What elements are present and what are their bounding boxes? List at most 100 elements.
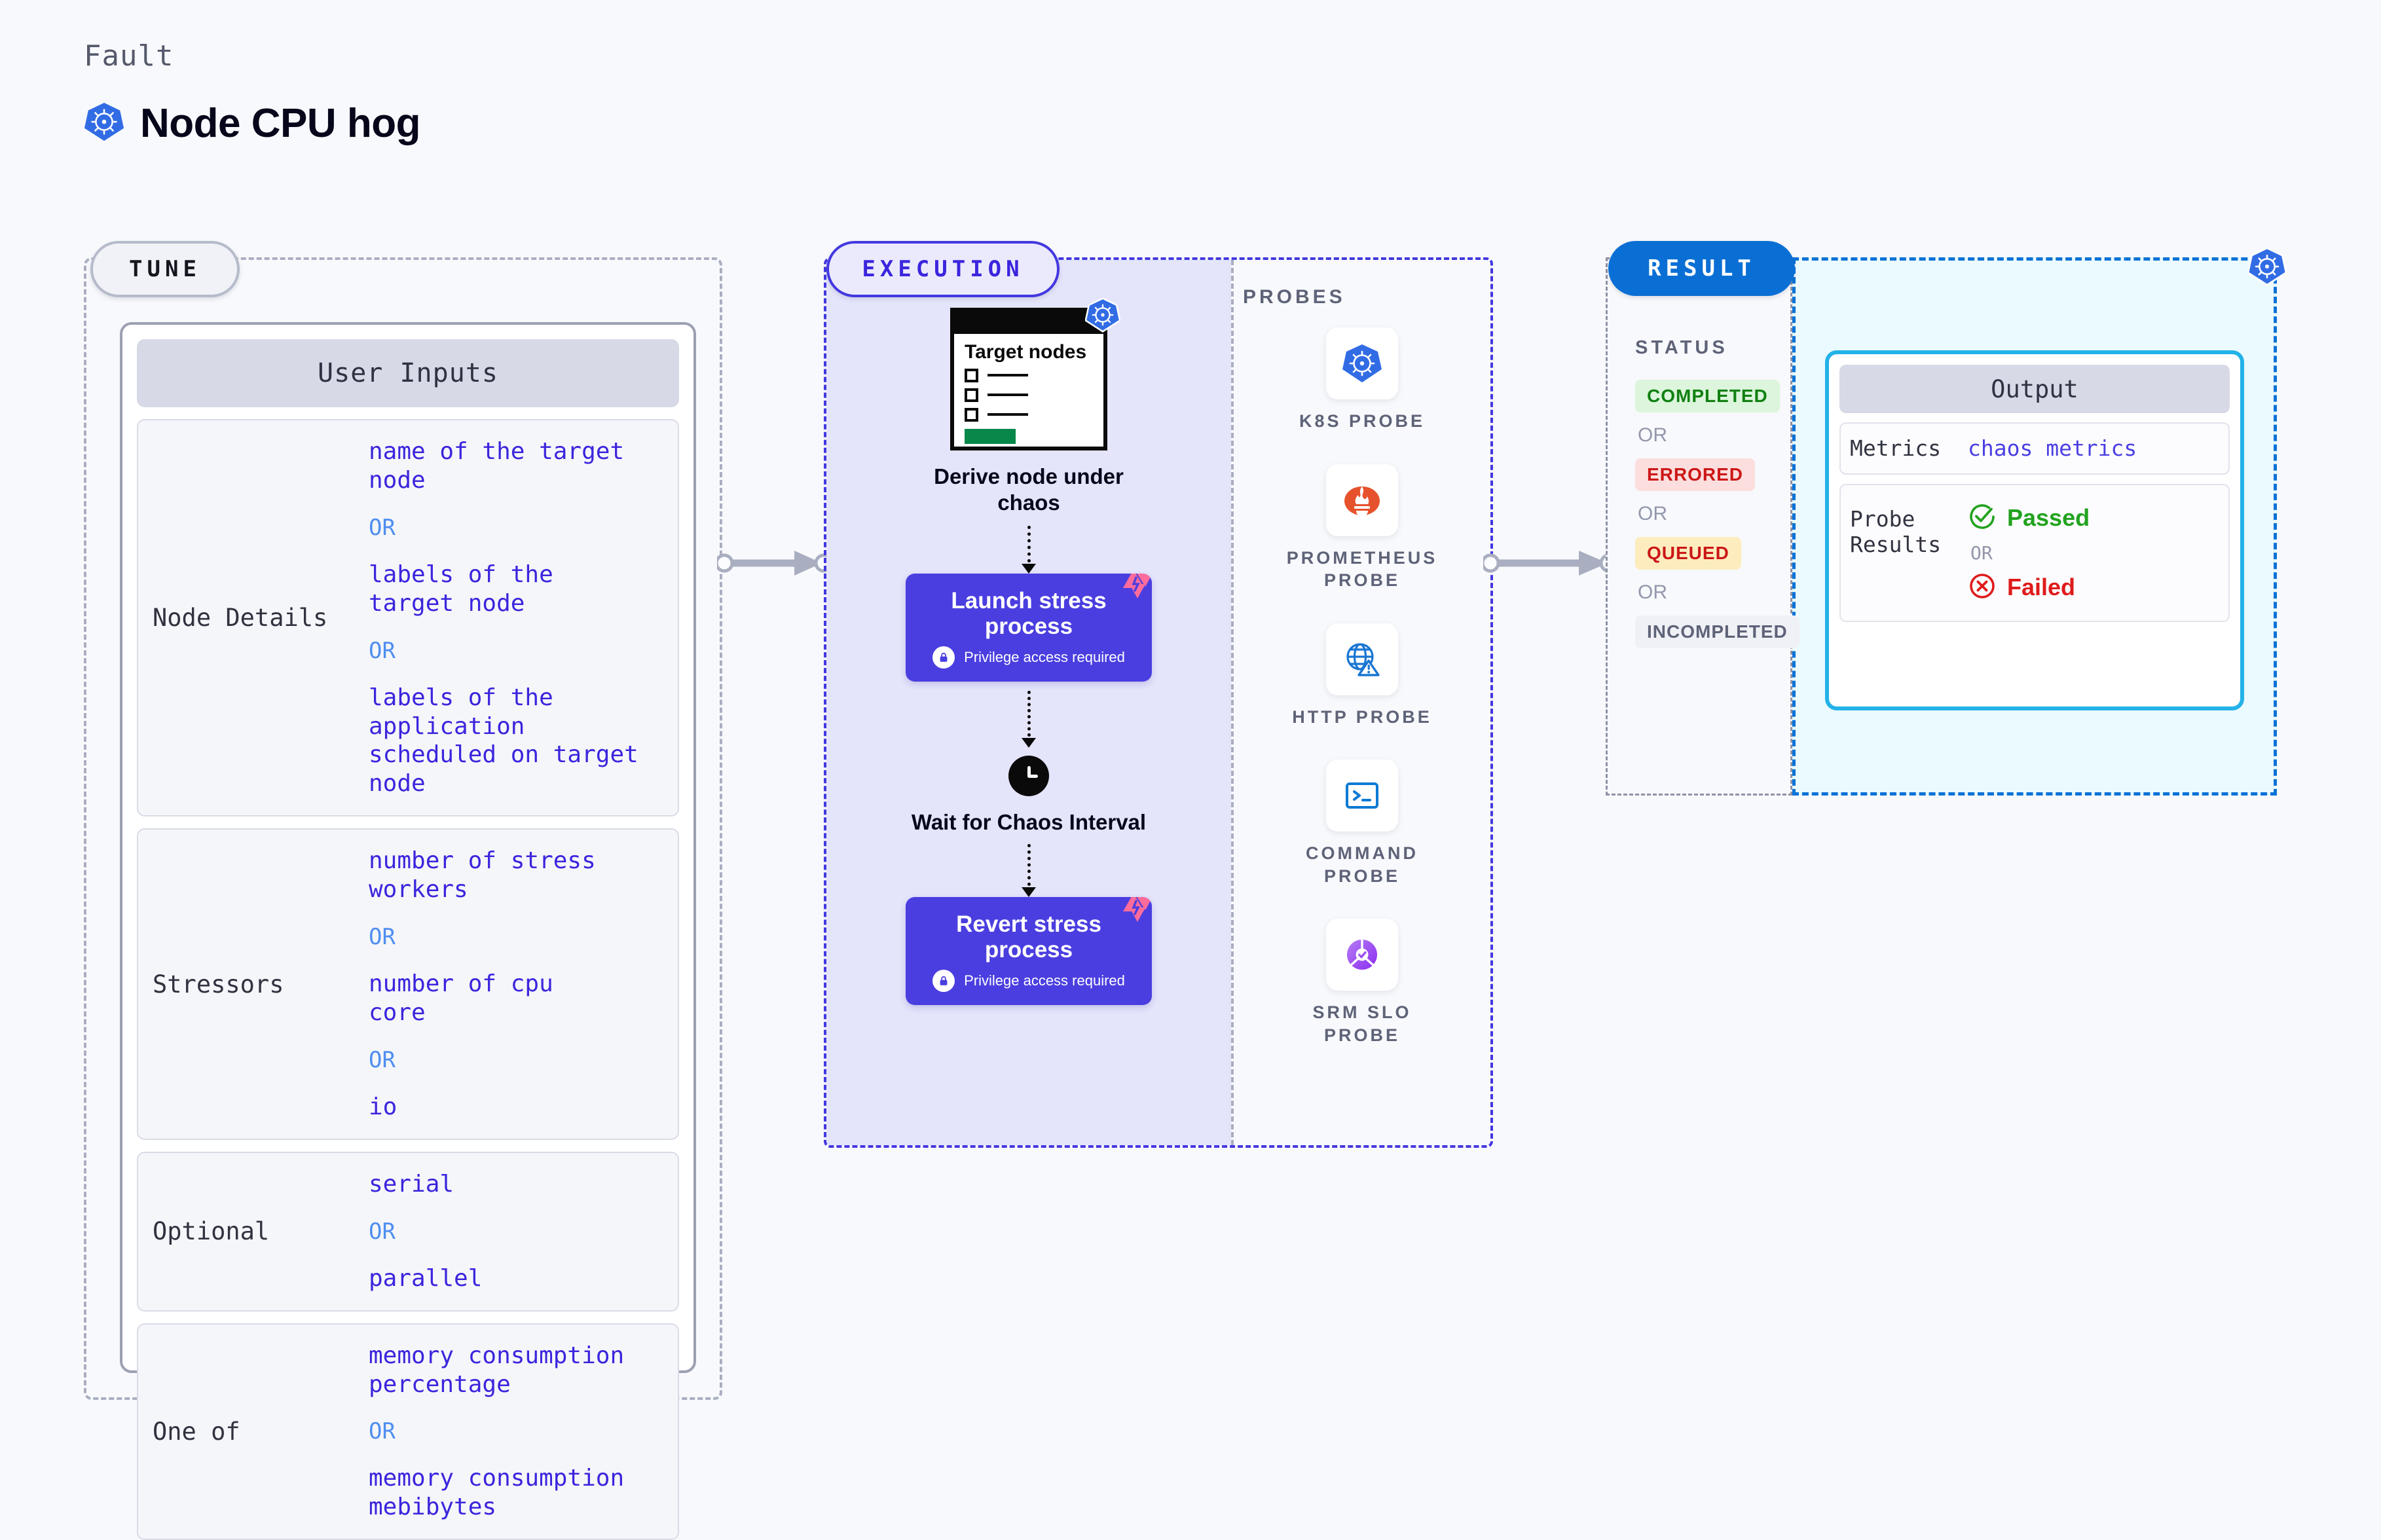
output-card: Output Metrics chaos metrics Probe Resul… [1825,350,2244,710]
output-row-metrics: Metrics chaos metrics [1839,422,2230,475]
checkbox-icon [965,407,978,422]
tune-option-value: labels of the target node [369,560,553,617]
privilege-row: Privilege access required [932,969,1125,992]
checkbox-icon [965,368,978,382]
probe-result-passed: Passed [1968,502,2090,534]
user-inputs-title: User Inputs [137,339,679,407]
line-placeholder [987,374,1028,377]
tune-option-value: memory consumption percentage [369,1342,625,1398]
window-titlebar [954,312,1103,334]
result-status-region [1606,257,1792,796]
step-title-launch-stress: Launch stress process [951,588,1107,640]
or-separator: OR [369,1046,396,1073]
connector-execution-to-result [1481,547,1619,583]
probe-item-command[interactable]: COMMAND PROBE [1306,760,1418,887]
privilege-row: Privilege access required [932,646,1125,669]
lock-icon [932,646,955,669]
metrics-value: chaos metrics [1968,435,2137,462]
or-separator: OR [1638,424,1667,446]
or-separator: OR [369,1218,396,1245]
probe-results-label: Probe Results [1850,505,1942,558]
step-title-revert-stress: Revert stress process [956,911,1101,963]
x-circle-icon [1968,572,1997,604]
or-separator: OR [369,924,396,951]
execution-flow: Target nodes Derive node under chaos [826,297,1231,1005]
privilege-text: Privilege access required [964,972,1125,989]
probe-label: K8S PROBE [1299,411,1426,431]
step-card-revert-stress[interactable]: Revert stress process Privilege access r… [906,897,1152,1005]
or-separator: OR [369,514,396,541]
probe-result-failed: Failed [1968,572,2090,604]
probe-item-prometheus[interactable]: PROMETHEUS PROBE [1287,464,1438,592]
lock-icon [932,969,955,992]
target-nodes-window-icon: Target nodes [950,297,1121,450]
litmus-chaos-badge [1117,897,1152,929]
step-caption-wait-interval: Wait for Chaos Interval [911,809,1147,834]
target-nodes-window-title: Target nodes [965,341,1087,363]
tune-group-label: Node Details [153,604,328,632]
output-row-probe-results: Probe Results Passed OR [1839,483,2230,622]
checkbox-icon [965,388,978,402]
page-header: Fault Node CPU hog [84,39,420,147]
prometheus-icon [1326,464,1398,536]
flow-arrow [1022,844,1036,898]
tune-option-value: parallel [369,1264,483,1292]
probe-label: PROMETHEUS PROBE [1286,547,1438,591]
kubernetes-icon [2247,247,2287,289]
page-title: Node CPU hog [140,101,420,146]
connector-tune-to-execution [714,547,834,583]
flow-arrow [1022,526,1036,574]
output-title: Output [1839,365,2230,413]
status-badge: ERRORED [1635,458,1756,491]
status-badge: COMPLETED [1635,380,1780,412]
line-placeholder [987,394,1028,397]
litmus-chaos-badge [1117,574,1152,606]
step-card-launch-stress[interactable]: Launch stress process Privilege access r… [906,574,1152,682]
probe-label: HTTP PROBE [1292,706,1432,727]
fault-eyebrow-label: Fault [84,39,174,73]
execution-panel-boundary [824,257,1493,1148]
probes-list: K8S PROBE PROMETHEUS PROBE [1244,327,1480,1046]
privilege-text: Privilege access required [964,648,1125,665]
tune-group-label: Stressors [153,970,284,999]
or-separator: OR [1638,503,1667,524]
probes-section-label: PROBES [1243,286,1346,308]
probe-result-or: OR [1970,541,1993,564]
probes-divider [1231,260,1234,1145]
tune-group-label: One of [153,1417,240,1446]
probe-item-k8s[interactable]: K8S PROBE [1299,327,1425,433]
probe-item-http[interactable]: HTTP PROBE [1292,623,1432,729]
srm-slo-icon [1325,919,1398,991]
tune-panel-label: TUNE [90,241,240,297]
tune-option-value: labels of the application scheduled on t… [369,684,638,798]
kubernetes-icon [1325,327,1398,399]
tune-option-value: number of stress workers [369,847,596,904]
or-separator: OR [1638,581,1667,603]
checklist-row [965,407,1103,422]
checklist-row [965,368,1103,382]
status-badge: INCOMPLETED [1635,615,1800,648]
probe-item-srm-slo[interactable]: SRM SLO PROBE [1312,919,1411,1046]
line-placeholder [987,413,1028,416]
fault-title-row: Node CPU hog [84,100,420,147]
or-separator: OR [369,1418,396,1445]
tune-option-value: io [369,1093,397,1120]
status-section-label: STATUS [1635,337,1728,358]
step-caption-derive-node: Derive node under chaos [934,464,1124,515]
or-separator: OR [369,637,396,664]
checklist-row [965,388,1103,402]
failed-text: Failed [2007,574,2076,601]
tune-option-value: memory consumption mebibytes [369,1465,625,1521]
kubernetes-icon [84,101,124,145]
status-badge: QUEUED [1635,537,1741,570]
metrics-label: Metrics [1850,435,1942,461]
